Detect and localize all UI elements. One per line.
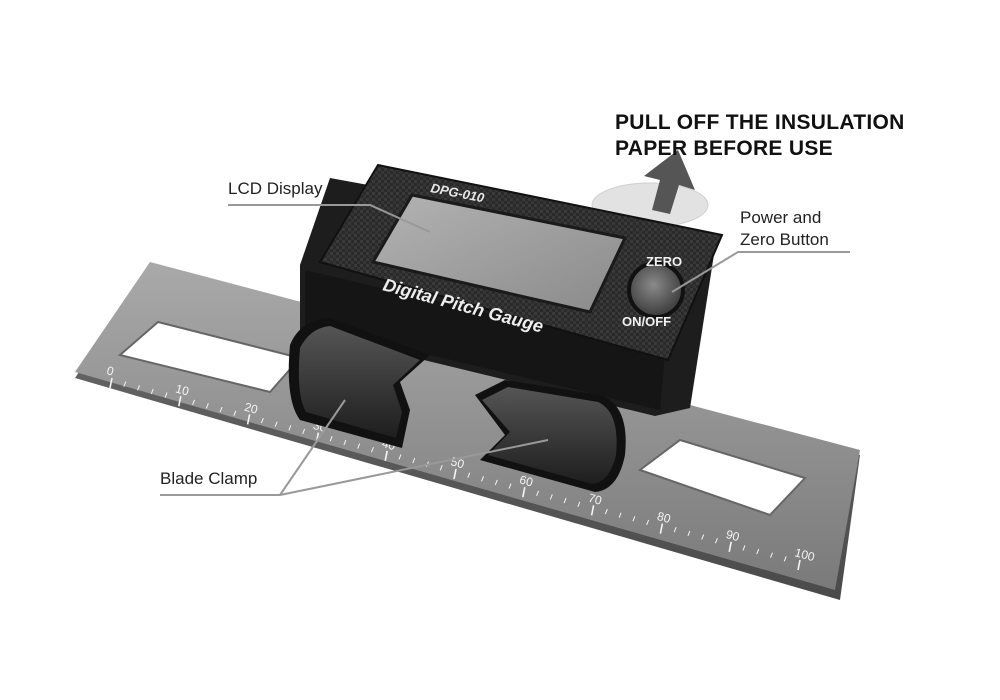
- ruler-tick: [728, 541, 732, 552]
- ruler-plate: [75, 262, 860, 600]
- ruler-tick: [536, 490, 540, 497]
- ruler-tick: [618, 512, 622, 518]
- ruler-slot-right: [637, 438, 807, 517]
- ruler-tick: [274, 421, 278, 427]
- ruler-tick: [164, 392, 168, 398]
- onoff-label: ON/OFF: [622, 314, 671, 329]
- blade-clamp-left[interactable]: [288, 318, 430, 448]
- ruler-tick-label: 80: [656, 509, 673, 526]
- insulation-notice-line2: PAPER BEFORE USE: [615, 137, 833, 160]
- callout-leaders: [160, 204, 850, 496]
- ruler-tick: [233, 410, 237, 416]
- ruler-tick: [632, 516, 636, 522]
- ruler-tick: [150, 388, 154, 395]
- ruler-tick: [329, 436, 333, 442]
- ruler-tick: [701, 534, 705, 540]
- ruler-tick: [205, 403, 209, 409]
- callout-power-zero-line2: Zero Button: [740, 230, 829, 249]
- callout-power-zero: Power and Zero Button: [740, 207, 829, 251]
- ruler-tick: [522, 487, 526, 498]
- ruler-tick-label: 70: [587, 491, 604, 508]
- ruler-tick: [192, 399, 196, 406]
- ruler-tick: [467, 472, 471, 478]
- ruler-tick: [590, 505, 595, 516]
- ruler-tick-label: 100: [793, 545, 816, 564]
- ruler-tick: [687, 530, 691, 537]
- ruler-tick-label: 90: [724, 527, 741, 544]
- ruler-tick: [673, 527, 677, 533]
- ruler-tick: [398, 454, 402, 460]
- power-zero-button[interactable]: [627, 261, 685, 319]
- insulation-notice: PULL OFF THE INSULATION PAPER BEFORE USE: [615, 110, 905, 162]
- ruler-tick: [288, 425, 292, 431]
- ruler-tick: [384, 450, 388, 461]
- ruler-tick: [646, 519, 650, 526]
- ruler-tick: [604, 508, 608, 515]
- pull-arrow-icon: [644, 150, 695, 214]
- ruler-tick: [178, 396, 182, 407]
- ruler-tick-label: 10: [174, 382, 191, 399]
- ruler-tick: [563, 497, 567, 504]
- ruler-tick: [797, 559, 801, 571]
- gauge-body: [300, 163, 724, 416]
- ruler-tick: [659, 523, 664, 534]
- ruler-tick: [549, 494, 553, 500]
- ruler-tick: [137, 385, 140, 391]
- callout-blade-clamp: Blade Clamp: [160, 469, 258, 488]
- ruler-tick: [494, 479, 498, 486]
- ruler-tick: [246, 414, 251, 425]
- ruler-tick-label: 20: [243, 400, 260, 417]
- ruler-tick: [439, 465, 443, 471]
- ruler-tick-label: 0: [105, 363, 115, 378]
- ruler-tick: [577, 501, 581, 507]
- leader-lcd: [228, 204, 431, 233]
- ruler-tick: [783, 556, 787, 562]
- ruler-tick: [481, 476, 484, 482]
- ruler-tick: [714, 537, 718, 544]
- ruler-tick: [302, 428, 306, 435]
- ruler-tick: [370, 446, 374, 453]
- ruler-tick: [260, 417, 264, 424]
- blade-clamp-right[interactable]: [475, 380, 626, 492]
- ruler-tick: [109, 377, 113, 389]
- ruler-tick: [770, 552, 773, 558]
- ruler-tick: [357, 443, 361, 449]
- ruler-tick: [453, 468, 457, 480]
- ruler-tick: [742, 545, 746, 551]
- ruler-tick: [756, 548, 760, 555]
- callout-lcd-display: LCD Display: [228, 179, 323, 198]
- ruler-tick: [123, 381, 127, 387]
- zero-label: ZERO: [646, 254, 682, 269]
- insulation-notice-line1: PULL OFF THE INSULATION: [615, 111, 905, 134]
- ruler-tick: [219, 406, 223, 413]
- leader-clamp-left: [279, 399, 346, 496]
- ruler-tick: [508, 483, 512, 489]
- callout-power-zero-line1: Power and: [740, 208, 822, 227]
- ruler-tick: [412, 457, 416, 464]
- ruler-tick: [343, 439, 347, 446]
- leader-clamp-right: [279, 439, 549, 496]
- ruler-tick-label: 60: [518, 473, 535, 490]
- leader-power: [671, 251, 850, 293]
